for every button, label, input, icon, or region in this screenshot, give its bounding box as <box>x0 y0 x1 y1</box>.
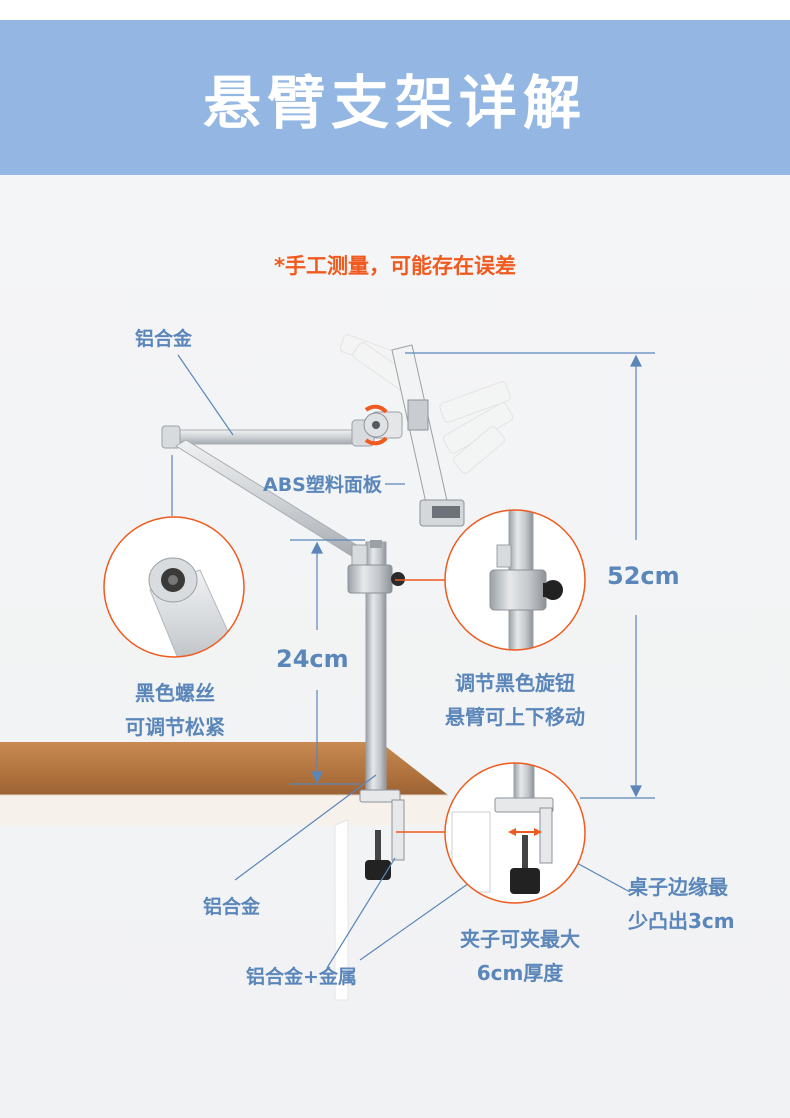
clamp-capacity-line2: 6cm厚度 <box>476 961 564 985</box>
clamp-capacity-line1: 夹子可夹最大 <box>460 927 580 951</box>
panel-motion-ghosts <box>339 334 514 474</box>
screw-detail-circle <box>103 516 245 658</box>
desk-edge-line2: 少凸出3cm <box>628 909 735 933</box>
screw-label-line2: 可调节松紧 <box>125 715 225 739</box>
desk <box>0 742 448 1001</box>
desk-edge-label: 桌子边缘最 少凸出3cm <box>628 870 735 938</box>
clamp-material-label: 铝合金+金属 <box>246 966 357 988</box>
knob-label-line1: 调节黑色旋钮 <box>455 671 575 695</box>
total-height-label: 52cm <box>607 562 680 590</box>
clamp-detail-circle <box>444 762 586 904</box>
dimension-52cm <box>405 352 655 799</box>
arm-material-label: 铝合金 <box>135 328 193 350</box>
page-title: 悬臂支架详解 <box>202 68 587 137</box>
desk-edge-line1: 桌子边缘最 <box>628 875 728 899</box>
panel-label: ABS塑料面板 <box>263 474 382 496</box>
abs-panel <box>391 344 465 527</box>
screw-label: 黑色螺丝 可调节松紧 <box>100 676 250 744</box>
top-margin <box>0 0 790 20</box>
title-banner <box>0 20 790 175</box>
knob-label: 调节黑色旋钮 悬臂可上下移动 <box>420 666 610 734</box>
pole-material-label: 铝合金 <box>203 896 261 918</box>
measurement-note: *手工测量，可能存在误差 <box>274 254 516 278</box>
desk-clamp <box>359 789 405 880</box>
orange-pointers <box>395 579 445 833</box>
clamp-capacity-label: 夹子可夹最大 6cm厚度 <box>430 922 610 990</box>
dimension-24cm <box>290 539 365 785</box>
pole <box>347 540 405 793</box>
panel-pivot <box>363 404 403 446</box>
screw-label-line1: 黑色螺丝 <box>135 681 215 705</box>
pole-height-label: 24cm <box>276 645 349 673</box>
knob-detail-circle <box>444 509 586 651</box>
knob-label-line2: 悬臂可上下移动 <box>445 705 585 729</box>
swing-arm <box>161 419 375 561</box>
